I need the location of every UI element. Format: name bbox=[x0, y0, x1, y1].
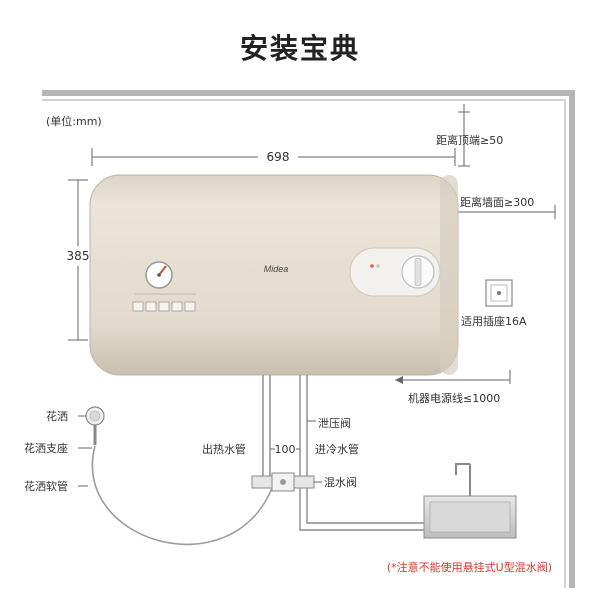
power-cord-dimension: 机器电源线≤1000 bbox=[395, 370, 511, 405]
page-title: 安装宝典 bbox=[240, 32, 360, 65]
power-cord-label: 机器电源线≤1000 bbox=[408, 391, 500, 405]
height-value: 385 bbox=[67, 249, 90, 263]
sink-icon bbox=[423, 463, 517, 539]
relief-valve-label: 泄压阀 bbox=[318, 416, 351, 430]
hot-outlet-label: 出热水管 bbox=[202, 442, 246, 456]
indicator-light-icon bbox=[370, 264, 374, 268]
energy-label-icons bbox=[132, 301, 196, 312]
pipe-spacing-dimension: 100 bbox=[270, 443, 300, 456]
water-pipes bbox=[262, 375, 425, 531]
shower-hose-label: 花洒软管 bbox=[24, 479, 68, 493]
cold-inlet-label: 进冷水管 bbox=[315, 442, 359, 456]
unit-label: (单位:mm) bbox=[46, 114, 102, 128]
warning-note: (*注意不能使用悬挂式U型混水阀) bbox=[387, 560, 552, 574]
brand-logo: Midea bbox=[264, 264, 289, 274]
height-dimension: 385 bbox=[67, 179, 90, 341]
wall-clearance-label: 距离墙面≥300 bbox=[460, 195, 534, 209]
mixing-valve-label: 混水阀 bbox=[324, 475, 357, 489]
shower-head-icon bbox=[85, 406, 105, 445]
shower-bracket-label: 花洒支座 bbox=[24, 441, 68, 455]
top-clearance-label: 距离顶端≥50 bbox=[436, 133, 503, 147]
width-dimension: 698 bbox=[91, 148, 456, 166]
power-socket-icon bbox=[485, 279, 513, 307]
socket-label: 适用插座16A bbox=[461, 314, 527, 328]
shower-head-label: 花洒 bbox=[46, 410, 68, 423]
thermometer-dial-icon bbox=[145, 261, 173, 289]
mixing-valve-icon bbox=[251, 472, 315, 492]
wall-clearance-dimension: 距离墙面≥300 bbox=[455, 195, 556, 219]
wall bbox=[42, 90, 575, 588]
top-clearance-dimension: 距离顶端≥50 bbox=[436, 104, 503, 167]
width-value: 698 bbox=[267, 150, 290, 164]
pipe-spacing-value: 100 bbox=[275, 443, 296, 456]
shower-hose bbox=[91, 445, 273, 546]
control-panel bbox=[349, 247, 441, 297]
water-heater-tank: Midea bbox=[89, 174, 459, 376]
